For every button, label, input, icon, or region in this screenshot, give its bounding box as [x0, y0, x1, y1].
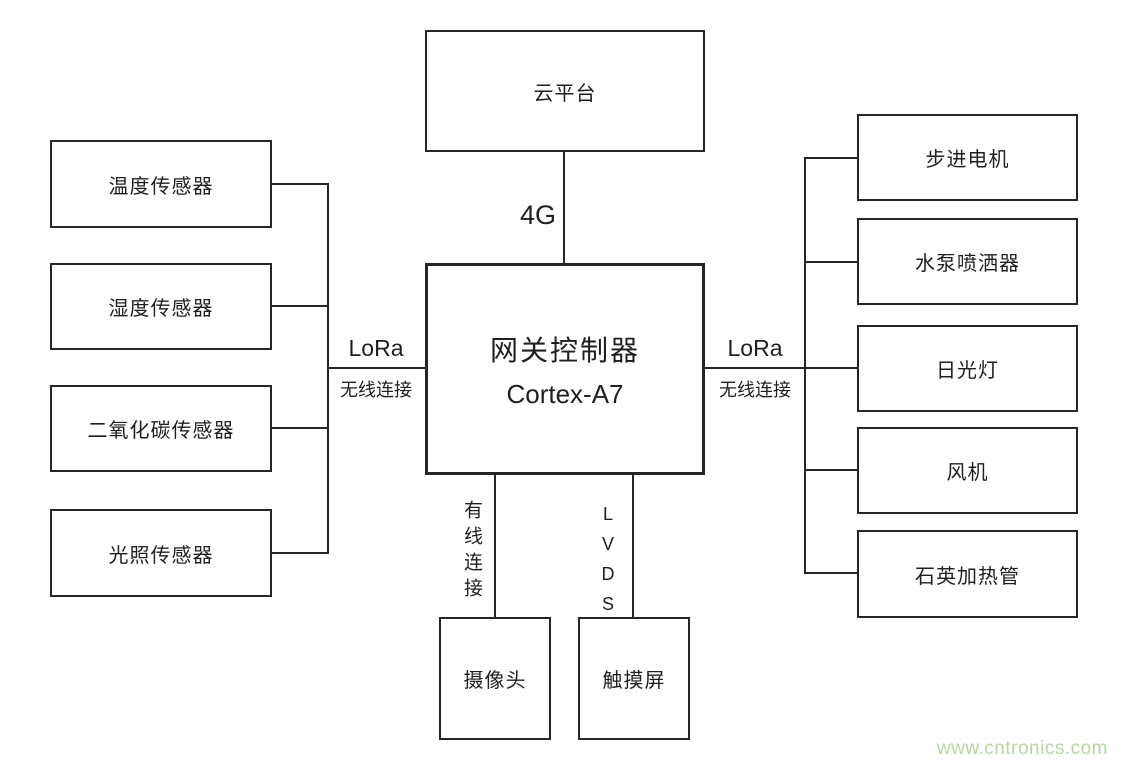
- connector-temperature-bus: [272, 183, 329, 185]
- node-fluorescent-lamp-label: 日光灯: [936, 360, 999, 382]
- node-gateway-title: 网关控制器: [489, 334, 640, 366]
- connector-gateway-rightbus: [705, 367, 857, 369]
- link-label-lvds: LVDS: [598, 504, 618, 624]
- node-camera-label: 摄像头: [463, 670, 527, 692]
- node-stepper-motor: 步进电机: [857, 114, 1078, 201]
- connector-gateway-touchscreen: [632, 475, 634, 617]
- node-touchscreen: 触摸屏: [578, 617, 690, 740]
- node-co2-sensor-label: 二氧化碳传感器: [87, 420, 235, 442]
- connector-bus-fan: [804, 469, 857, 471]
- node-touchscreen-label: 触摸屏: [602, 670, 666, 692]
- node-humidity-sensor: 湿度传感器: [50, 263, 272, 350]
- watermark-text: www.cntronics.com: [936, 738, 1108, 759]
- node-co2-sensor: 二氧化碳传感器: [50, 385, 272, 472]
- node-quartz-heater: 石英加热管: [857, 530, 1078, 618]
- node-gateway-subtitle: Cortex-A7: [506, 378, 624, 409]
- node-water-pump-sprayer: 水泵喷洒器: [857, 218, 1078, 305]
- node-camera: 摄像头: [439, 617, 551, 740]
- connector-bus-pump: [804, 261, 857, 263]
- node-light-sensor: 光照传感器: [50, 509, 272, 597]
- node-fan: 风机: [857, 427, 1078, 514]
- connector-co2-bus: [272, 427, 329, 429]
- node-gateway-controller: 网关控制器 Cortex-A7: [425, 263, 705, 475]
- connector-cloud-gateway: [563, 152, 565, 263]
- connector-leftbus-gateway: [327, 367, 425, 369]
- node-fluorescent-lamp: 日光灯: [857, 325, 1078, 412]
- node-fan-label: 风机: [946, 462, 989, 484]
- link-label-wireless-right: 无线连接: [719, 380, 791, 400]
- connector-right-bus: [804, 157, 806, 574]
- node-temperature-sensor: 温度传感器: [50, 140, 272, 228]
- link-label-wired-connection: 有线连接: [461, 500, 482, 604]
- connector-lightsensor-bus: [272, 552, 329, 554]
- connector-bus-quartz: [804, 572, 857, 574]
- connector-gateway-camera: [494, 475, 496, 617]
- link-label-lora-right: LoRa: [727, 335, 783, 361]
- node-quartz-heater-label: 石英加热管: [915, 565, 1020, 588]
- link-label-wireless-left: 无线连接: [340, 380, 412, 400]
- link-label-lora-left: LoRa: [348, 335, 404, 361]
- node-humidity-sensor-label: 湿度传感器: [108, 298, 214, 320]
- node-cloud-platform: 云平台: [425, 30, 705, 152]
- node-light-sensor-label: 光照传感器: [108, 544, 214, 567]
- node-stepper-motor-label: 步进电机: [925, 149, 1010, 171]
- link-label-4g: 4G: [519, 200, 556, 230]
- node-water-pump-sprayer-label: 水泵喷洒器: [915, 253, 1020, 275]
- node-cloud-platform-label: 云平台: [533, 82, 597, 105]
- connector-bus-stepper: [804, 157, 857, 159]
- node-temperature-sensor-label: 温度传感器: [108, 175, 214, 198]
- connector-humidity-bus: [272, 305, 329, 307]
